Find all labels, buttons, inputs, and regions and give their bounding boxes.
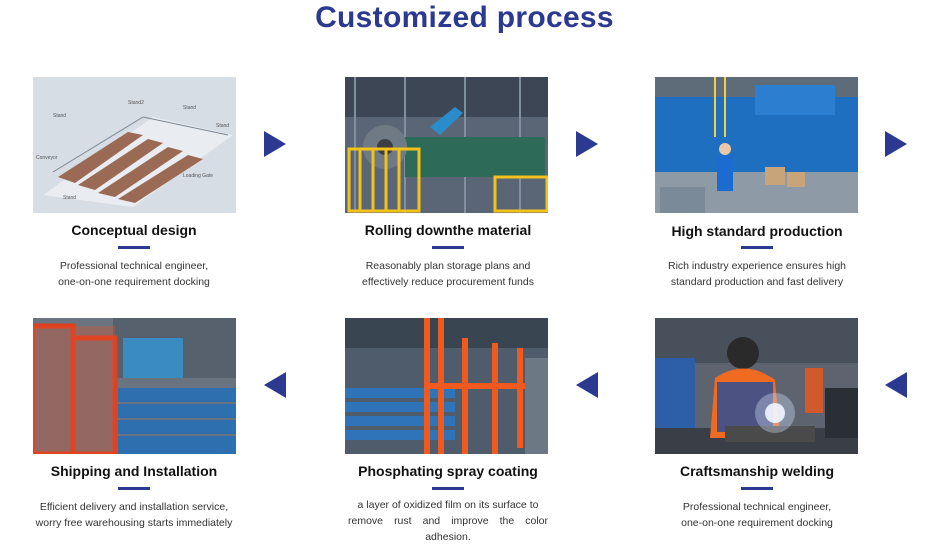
steel-rolling-machine-image xyxy=(345,77,548,213)
svg-text:Stand: Stand xyxy=(216,123,229,129)
step-underline xyxy=(118,246,150,249)
step-underline xyxy=(432,487,464,490)
step-title-craftsmanship-welding: Craftsmanship welding xyxy=(679,463,835,479)
step-underline xyxy=(118,487,150,490)
step-underline xyxy=(741,246,773,249)
step-underline xyxy=(432,246,464,249)
step-description-line: a layer of oxidized film on its surface … xyxy=(357,499,539,511)
left-arrow-icon xyxy=(576,372,598,398)
page-title: Customized process xyxy=(315,1,614,34)
step-description-line: Professional technical engineer, xyxy=(59,260,209,272)
step-description-line: Professional technical engineer, xyxy=(682,501,832,513)
step-description-line: worry free warehousing starts immediatel… xyxy=(35,517,233,529)
svg-text:Stand: Stand xyxy=(63,195,76,201)
step-description-line: effectively reduce procurement funds xyxy=(362,276,534,288)
step-description-line: remove rust and improve the color adhesi… xyxy=(348,515,548,543)
step-description-line: one-on-one requirement docking xyxy=(681,517,833,529)
step-description-line: Rich industry experience ensures high xyxy=(667,260,846,272)
step-description-line: Reasonably plan storage plans and xyxy=(365,260,531,272)
step-description: Reasonably plan storage plans and effect… xyxy=(348,258,548,290)
svg-text:Stand2: Stand2 xyxy=(128,100,144,106)
step-title-conceptual-design: Conceptual design xyxy=(71,222,197,238)
step-description-line: one-on-one requirement docking xyxy=(58,276,210,288)
step-description: Efficient delivery and installation serv… xyxy=(34,499,234,531)
step-description: Rich industry experience ensures high st… xyxy=(657,258,857,290)
svg-text:Loading Gate: Loading Gate xyxy=(183,173,213,179)
step-title-high-standard-production: High standard production xyxy=(671,223,843,239)
left-arrow-icon xyxy=(264,372,286,398)
packed-shipment-image xyxy=(33,318,236,454)
right-arrow-icon xyxy=(576,131,598,157)
spray-coating-line-image xyxy=(345,318,548,454)
svg-text:Stand: Stand xyxy=(53,113,66,119)
step-description: a layer of oxidized film on its surface … xyxy=(348,497,548,545)
svg-text:Conveyor: Conveyor xyxy=(36,155,58,161)
step-description: Professional technical engineer, one-on-… xyxy=(657,499,857,531)
step-title-phosphating-spray-coating: Phosphating spray coating xyxy=(358,463,538,479)
left-arrow-icon xyxy=(885,372,907,398)
production-line-worker-image xyxy=(655,77,858,213)
step-title-shipping-installation: Shipping and Installation xyxy=(50,463,218,479)
right-arrow-icon xyxy=(885,131,907,157)
welder-at-work-image xyxy=(655,318,858,454)
step-description-line: Efficient delivery and installation serv… xyxy=(39,501,229,513)
step-underline xyxy=(741,487,773,490)
svg-text:Stand: Stand xyxy=(183,105,196,111)
right-arrow-icon xyxy=(264,131,286,157)
step-description-line: standard production and fast delivery xyxy=(670,276,844,288)
step-description: Professional technical engineer, one-on-… xyxy=(34,258,234,290)
step-title-rolling-material: Rolling downthe material xyxy=(364,222,532,238)
